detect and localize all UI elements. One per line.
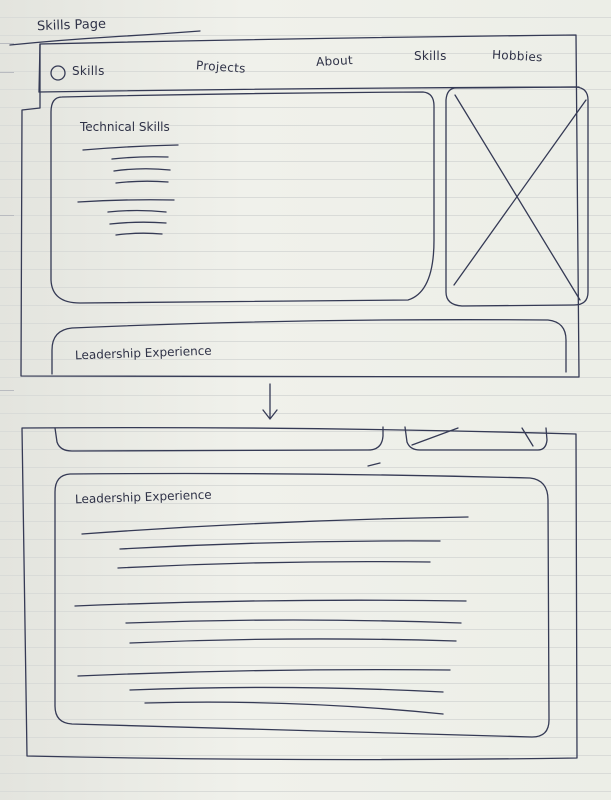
text-line (144, 701, 444, 715)
nav-logo-label[interactable]: Skills (72, 64, 105, 78)
technical-skills-card (50, 91, 435, 304)
margin-tick (0, 215, 14, 216)
scroll-mark (367, 462, 381, 467)
margin-tick (0, 390, 14, 391)
text-line (107, 209, 167, 213)
scrolled-card-remnant (54, 426, 384, 452)
nav-item-skills[interactable]: Skills (414, 49, 447, 63)
nav-item-about[interactable]: About (315, 53, 354, 69)
text-line (115, 232, 163, 236)
placeholder-cross (454, 94, 581, 301)
text-line (129, 686, 444, 693)
text-line (77, 668, 451, 677)
placeholder-cross (453, 99, 587, 286)
margin-tick (0, 72, 14, 73)
leadership-card-top (51, 319, 567, 375)
scrolled-cross-remnant (521, 427, 534, 447)
text-line (74, 599, 467, 607)
text-line (129, 638, 457, 644)
text-line (109, 221, 167, 225)
nav-item-hobbies[interactable]: Hobbies (491, 47, 544, 65)
top-frame-outline (20, 34, 580, 378)
text-line (117, 560, 431, 569)
text-line (119, 540, 441, 550)
flow-arrow-head (262, 409, 278, 420)
text-line (113, 168, 171, 172)
text-line (115, 180, 169, 184)
text-line (81, 516, 469, 535)
scrolled-cross-remnant (411, 427, 459, 446)
text-line (111, 156, 169, 160)
nav-bar-left-edge (38, 43, 41, 93)
text-line (82, 144, 179, 151)
image-placeholder-box (445, 86, 589, 307)
bottom-frame-outline (21, 426, 578, 761)
logo-circle (50, 65, 66, 81)
leadership-experience-card (54, 472, 550, 738)
text-line (125, 619, 462, 624)
scrolled-card-remnant (404, 426, 548, 451)
technical-skills-heading: Technical Skills (80, 120, 170, 134)
title-underline (9, 30, 201, 46)
text-line (77, 199, 175, 203)
margin-tick (0, 43, 14, 44)
